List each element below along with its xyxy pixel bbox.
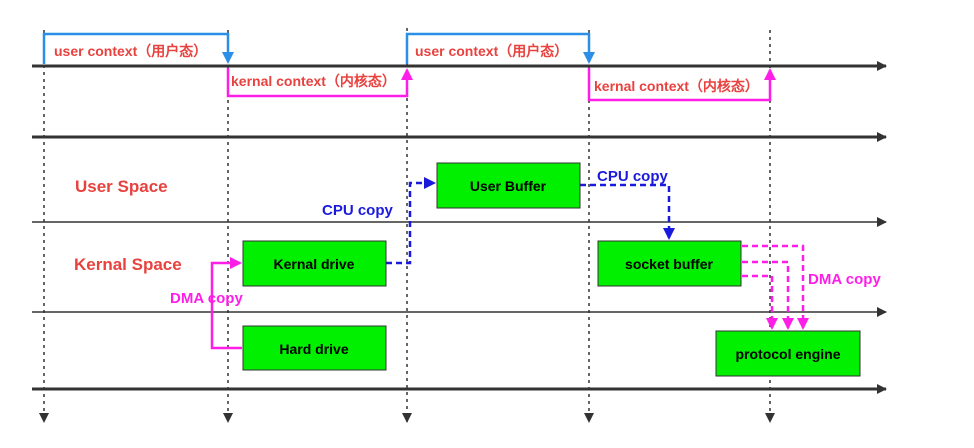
protocol-engine-box: protocol engine: [715, 330, 861, 377]
dma-copy-arrow: [742, 260, 794, 330]
dma-copy-label-1: DMA copy: [170, 290, 243, 307]
protocol-engine-label: protocol engine: [736, 346, 841, 362]
cpu-copy-label-1: CPU copy: [322, 202, 394, 219]
dma-copy-label-2: DMA copy: [808, 271, 881, 288]
dma-copy-arrow: [742, 244, 809, 330]
horizontal-arrows: [32, 61, 887, 394]
cpu-copy-arrow-2: [580, 183, 675, 240]
cpu-copy-label-2: CPU copy: [597, 168, 669, 185]
user-buffer-box: User Buffer: [436, 162, 581, 209]
kernel-context-label-2: kernal context（内核态）: [594, 78, 759, 94]
kernel-drive-label: Kernal drive: [274, 256, 355, 272]
dma-copy-arrows-2: [742, 244, 809, 330]
user-space-label: User Space: [75, 177, 168, 196]
user-context-label-1: user context（用户态）: [54, 43, 207, 59]
dma-copy-arrow: [742, 274, 778, 330]
kernel-context-bracket-2: [587, 68, 776, 102]
dma-copy-arrow-1: [210, 257, 242, 350]
user-buffer-label: User Buffer: [470, 178, 547, 194]
cpu-copy-arrow-1: [386, 177, 436, 265]
hard-drive-box: Hard drive: [242, 325, 387, 371]
hard-drive-label: Hard drive: [279, 341, 348, 357]
kernel-drive-box: Kernal drive: [242, 240, 387, 287]
socket-buffer-label: socket buffer: [625, 256, 713, 272]
user-context-bracket-2: [405, 32, 595, 64]
user-context-bracket-1: [42, 32, 234, 64]
kernel-context-label-1: kernal context（内核态）: [231, 73, 396, 89]
kernel-space-label: Kernal Space: [74, 255, 182, 274]
user-context-label-2: user context（用户态）: [415, 43, 568, 59]
kernel-context-bracket-1: [226, 68, 413, 98]
socket-buffer-box: socket buffer: [597, 240, 742, 287]
